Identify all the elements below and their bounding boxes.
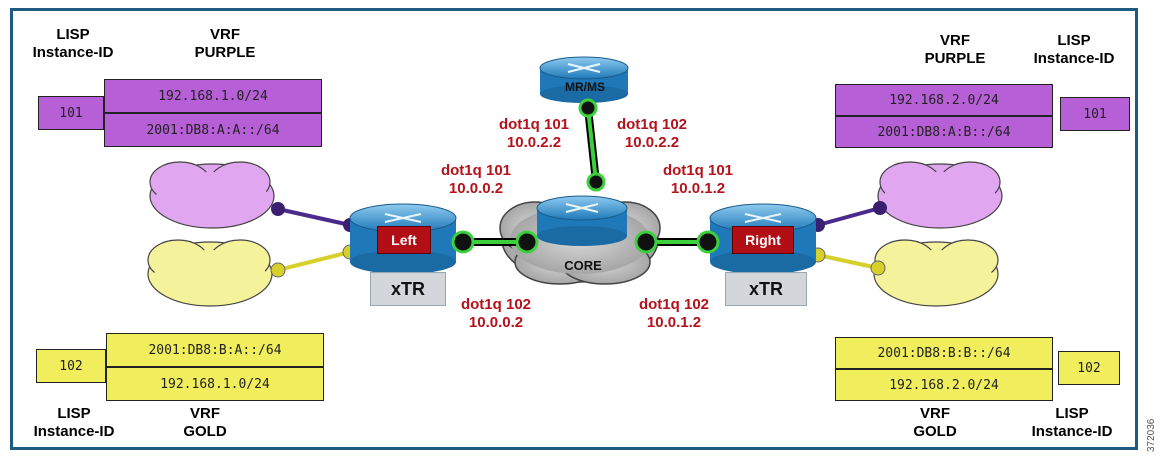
right-gold-lisp-label: LISP Instance-ID	[1031, 405, 1113, 440]
left-purple-instance-id: 101	[38, 96, 104, 130]
left-purple-ipv4: 192.168.1.0/24	[104, 79, 322, 113]
figure-number: 372036	[1146, 418, 1157, 452]
right-router-label: Right	[732, 226, 794, 254]
left-purple-cloud	[149, 161, 275, 229]
core-label: CORE	[564, 258, 602, 273]
link-left-101: dot1q 101 10.0.0.2	[440, 162, 512, 197]
right-purple-ipv4: 192.168.2.0/24	[835, 84, 1053, 116]
link-right-102: dot1q 102 10.0.1.2	[638, 296, 710, 331]
right-gold-cloud	[873, 239, 999, 307]
link-left-102: dot1q 102 10.0.0.2	[460, 296, 532, 331]
core-links	[451, 98, 720, 254]
right-purple-ipv6: 2001:DB8:A:B::/64	[835, 116, 1053, 148]
left-purple-lisp-label: LISP Instance-ID	[32, 26, 114, 61]
right-purple-cloud	[877, 161, 1003, 229]
link-right-101: dot1q 101 10.0.1.2	[662, 162, 734, 197]
left-gold-vrf-label: VRF GOLD	[183, 405, 227, 440]
right-gold-instance-id: 102	[1058, 351, 1120, 385]
right-gold-ipv4: 192.168.2.0/24	[835, 369, 1053, 401]
mrms-label: MR/MS	[565, 80, 605, 94]
left-purple-vrf-label: VRF PURPLE	[194, 26, 256, 61]
left-purple-ipv6: 2001:DB8:A:A::/64	[104, 113, 322, 147]
link-mrms-101: dot1q 101 10.0.2.2	[498, 116, 570, 151]
right-gold-ipv6: 2001:DB8:B:B::/64	[835, 337, 1053, 369]
mrms-router-icon	[539, 56, 629, 103]
right-purple-instance-id: 101	[1060, 97, 1130, 131]
link-mrms-102: dot1q 102 10.0.2.2	[616, 116, 688, 151]
right-xtr-label: xTR	[725, 272, 807, 306]
left-xtr-label: xTR	[370, 272, 446, 306]
left-gold-cloud	[147, 239, 273, 307]
left-router-icon	[349, 203, 457, 274]
right-gold-vrf-label: VRF GOLD	[913, 405, 957, 440]
left-gold-instance-id: 102	[36, 349, 106, 383]
router-arrows	[384, 63, 782, 223]
left-gold-ipv6: 2001:DB8:B:A::/64	[106, 333, 324, 367]
left-gold-lisp-label: LISP Instance-ID	[33, 405, 115, 440]
right-purple-lisp-label: LISP Instance-ID	[1033, 32, 1115, 67]
left-gold-ipv4: 192.168.1.0/24	[106, 367, 324, 401]
left-router-label: Left	[377, 226, 431, 254]
core-router-icon	[536, 195, 628, 246]
right-purple-vrf-label: VRF PURPLE	[924, 32, 986, 67]
